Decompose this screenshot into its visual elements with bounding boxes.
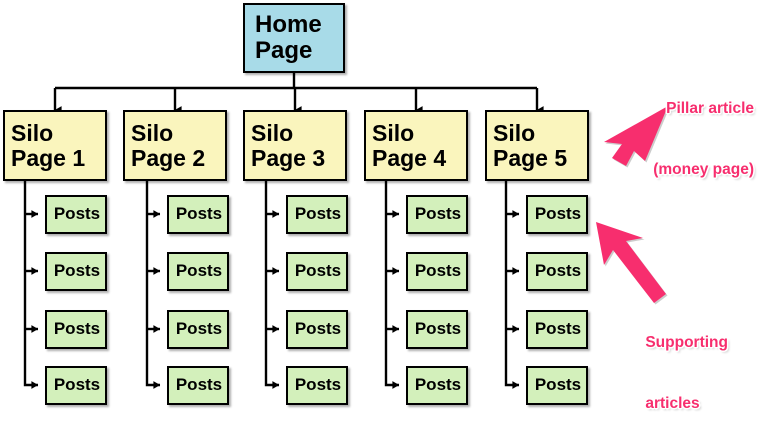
node-post-label: Posts: [534, 261, 582, 281]
node-post-label: Posts: [534, 204, 582, 224]
node-post-5-2[interactable]: Posts: [526, 252, 588, 291]
node-silo-page-3-line2: Page 3: [251, 144, 326, 171]
node-silo-page-3-line1: Silo: [251, 119, 294, 146]
annotation-pillar-line1: Pillar article: [666, 99, 754, 117]
node-post-label: Posts: [53, 204, 101, 224]
node-post-label: Posts: [53, 261, 101, 281]
node-post-label: Posts: [175, 261, 223, 281]
node-post-2-3[interactable]: Posts: [167, 310, 229, 349]
node-post-label: Posts: [294, 204, 342, 224]
node-post-4-1[interactable]: Posts: [406, 195, 468, 234]
node-post-1-3[interactable]: Posts: [45, 310, 107, 349]
node-silo-page-2-line1: Silo: [131, 119, 174, 146]
annotation-pillar-article: Pillar article (money page): [653, 58, 754, 222]
node-silo-page-5-line2: Page 5: [493, 144, 568, 171]
node-post-label: Posts: [414, 319, 462, 339]
node-post-5-3[interactable]: Posts: [526, 310, 588, 349]
node-post-label: Posts: [175, 204, 223, 224]
node-post-label: Posts: [414, 375, 462, 395]
node-silo-page-1[interactable]: Silo Page 1: [3, 110, 107, 181]
node-post-2-1[interactable]: Posts: [167, 195, 229, 234]
node-post-3-2[interactable]: Posts: [286, 252, 348, 291]
annotation-supporting-line1: Supporting: [645, 333, 728, 351]
pillar-arrow-icon: [604, 106, 668, 166]
node-post-4-4[interactable]: Posts: [406, 366, 468, 405]
node-post-2-2[interactable]: Posts: [167, 252, 229, 291]
node-home-page[interactable]: Home Page: [243, 3, 345, 73]
node-silo-page-2[interactable]: Silo Page 2: [123, 110, 227, 181]
node-post-label: Posts: [414, 261, 462, 281]
node-post-2-4[interactable]: Posts: [167, 366, 229, 405]
node-post-label: Posts: [53, 375, 101, 395]
node-post-label: Posts: [534, 375, 582, 395]
node-post-5-4[interactable]: Posts: [526, 366, 588, 405]
node-post-4-3[interactable]: Posts: [406, 310, 468, 349]
node-silo-page-5-line1: Silo: [493, 119, 536, 146]
node-post-label: Posts: [53, 319, 101, 339]
node-post-label: Posts: [175, 375, 223, 395]
node-silo-page-1-line1: Silo: [11, 119, 54, 146]
node-silo-page-5[interactable]: Silo Page 5: [485, 110, 589, 181]
node-post-5-1[interactable]: Posts: [526, 195, 588, 234]
node-post-label: Posts: [294, 375, 342, 395]
node-post-3-4[interactable]: Posts: [286, 366, 348, 405]
node-post-3-1[interactable]: Posts: [286, 195, 348, 234]
annotation-supporting-line2: articles: [645, 395, 700, 413]
node-silo-page-4-line1: Silo: [372, 119, 415, 146]
node-home-page-line1: Home: [255, 11, 322, 39]
node-post-1-4[interactable]: Posts: [45, 366, 107, 405]
node-silo-page-1-line2: Page 1: [11, 144, 86, 171]
node-post-1-1[interactable]: Posts: [45, 195, 107, 234]
node-post-label: Posts: [294, 319, 342, 339]
annotation-supporting-articles: Supporting articles: [645, 292, 728, 423]
node-silo-page-4[interactable]: Silo Page 4: [364, 110, 468, 181]
node-home-page-line2: Page: [255, 37, 313, 64]
node-post-4-2[interactable]: Posts: [406, 252, 468, 291]
node-silo-page-2-line2: Page 2: [131, 144, 206, 171]
node-post-1-2[interactable]: Posts: [45, 252, 107, 291]
node-post-label: Posts: [175, 319, 223, 339]
node-post-3-3[interactable]: Posts: [286, 310, 348, 349]
node-post-label: Posts: [294, 261, 342, 281]
node-post-label: Posts: [534, 319, 582, 339]
annotation-pillar-line2: (money page): [653, 161, 754, 179]
node-silo-page-3[interactable]: Silo Page 3: [243, 110, 347, 181]
supporting-arrow-icon: [596, 222, 666, 303]
node-post-label: Posts: [414, 204, 462, 224]
node-silo-page-4-line2: Page 4: [372, 144, 447, 171]
